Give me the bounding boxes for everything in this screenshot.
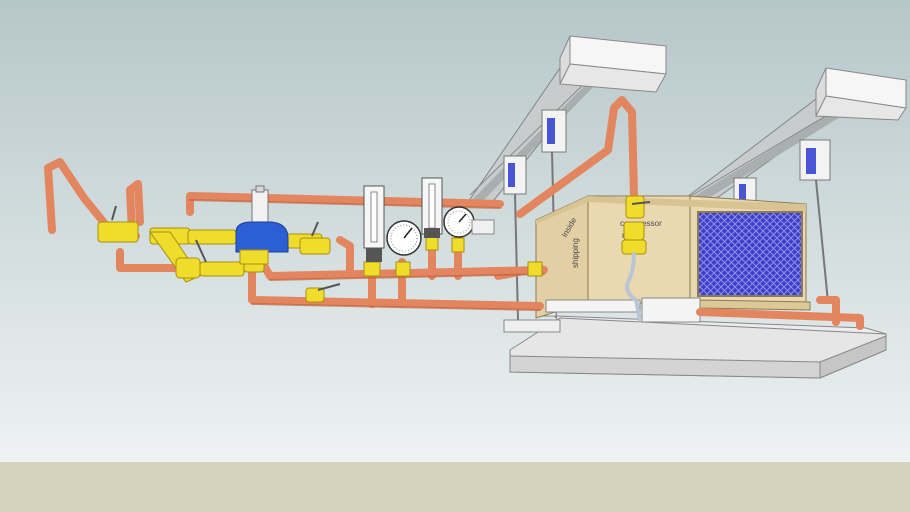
unit-base-bracket bbox=[545, 297, 701, 323]
suspended-platform bbox=[503, 295, 887, 379]
thermometer-2 bbox=[421, 177, 443, 238]
condenser-coil bbox=[697, 211, 803, 297]
spring-hanger-2 bbox=[503, 155, 527, 321]
spring-hanger-3 bbox=[799, 139, 831, 303]
pressure-gauge-2 bbox=[443, 206, 475, 238]
ceiling-mount-blocks bbox=[559, 35, 907, 121]
crate-label-side-sub: shipping bbox=[571, 238, 580, 268]
ground-plane bbox=[0, 462, 910, 512]
pressure-gauges bbox=[386, 206, 475, 256]
flexible-hose bbox=[625, 252, 642, 322]
brass-fittings bbox=[97, 195, 647, 303]
copper-piping-shading bbox=[189, 199, 545, 311]
thermometers bbox=[363, 177, 443, 262]
white-junction-box bbox=[471, 219, 495, 235]
valve-handles bbox=[111, 201, 651, 291]
pressure-regulating-valve bbox=[235, 185, 289, 265]
thermometer-1 bbox=[363, 185, 385, 262]
pressure-gauge-1 bbox=[386, 220, 422, 256]
